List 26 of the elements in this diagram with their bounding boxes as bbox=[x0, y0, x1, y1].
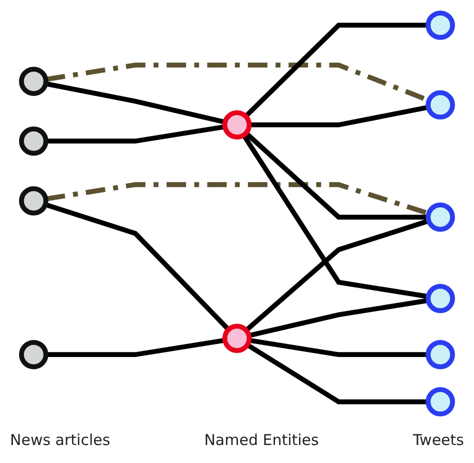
connector bbox=[246, 342, 428, 404]
connector bbox=[244, 131, 428, 220]
node-circle bbox=[19, 340, 48, 370]
column-label: Named Entities bbox=[204, 431, 319, 449]
node-circle bbox=[426, 284, 455, 314]
node-circle bbox=[426, 90, 455, 120]
connector bbox=[244, 218, 430, 332]
node-circle bbox=[426, 10, 455, 40]
connector bbox=[44, 202, 230, 332]
connector bbox=[248, 338, 428, 358]
node-circle bbox=[426, 202, 455, 232]
node-circle bbox=[19, 66, 48, 96]
connector bbox=[249, 104, 429, 128]
column-label: News articles bbox=[10, 431, 110, 449]
node-circle bbox=[222, 110, 252, 140]
node-circle bbox=[426, 340, 455, 370]
node-circle bbox=[19, 126, 48, 156]
connector bbox=[45, 81, 226, 124]
node-circle bbox=[19, 186, 48, 216]
connector bbox=[248, 298, 429, 338]
connector bbox=[242, 134, 429, 299]
connector bbox=[244, 22, 428, 118]
column-label: Tweets bbox=[412, 431, 464, 449]
node-circle bbox=[222, 324, 252, 353]
node-circle bbox=[426, 387, 455, 416]
connector bbox=[45, 182, 430, 216]
